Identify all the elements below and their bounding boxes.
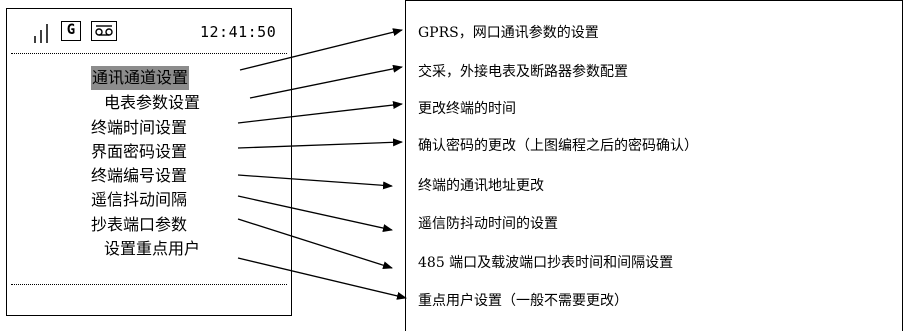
gprs-g-icon: G — [61, 21, 81, 41]
description-terminal-number: 终端的通讯地址更改 — [418, 178, 544, 194]
description-key-users: 重点用户设置（一般不需要更改） — [418, 293, 628, 309]
menu-item-comm-channel[interactable]: 通讯通道设置 — [91, 66, 190, 90]
description-terminal-time: 更改终端的时间 — [418, 101, 516, 117]
menu-item-meter-params[interactable]: 电表参数设置 — [104, 93, 201, 112]
menu-item-remote-signal-jitter[interactable]: 遥信抖动间隔 — [91, 190, 188, 209]
description-meter-reading-port: 485 端口及载波端口抄表时间和间隔设置 — [418, 255, 674, 271]
description-meter-params: 交采，外接电表及断路器参数配置 — [418, 64, 628, 80]
description-ui-password: 确认密码的更改（上图编程之后的密码确认） — [418, 138, 698, 154]
divider-top — [11, 53, 287, 54]
description-comm-channel: GPRS，网口通讯参数的设置 — [418, 25, 599, 41]
status-bar: G 12:41:50 — [7, 9, 291, 55]
menu-item-key-users[interactable]: 设置重点用户 — [104, 239, 201, 258]
description-panel: GPRS，网口通讯参数的设置 交采，外接电表及断路器参数配置 更改终端的时间 确… — [405, 0, 903, 331]
menu-item-terminal-time[interactable]: 终端时间设置 — [91, 118, 188, 137]
signal-bars-icon — [34, 24, 48, 43]
lcd-screen: G 12:41:50 通讯通道设置 电表参数设置 终端时间设置 界面密码设置 终… — [6, 8, 292, 316]
menu-item-terminal-number[interactable]: 终端编号设置 — [91, 166, 188, 185]
clock-time: 12:41:50 — [200, 23, 277, 41]
menu-item-ui-password[interactable]: 界面密码设置 — [91, 142, 188, 161]
menu-item-meter-reading-port[interactable]: 抄表端口参数 — [91, 215, 188, 234]
description-remote-signal-jitter: 遥信防抖动时间的设置 — [418, 216, 558, 232]
tape-recorder-icon — [91, 21, 117, 41]
divider-bottom — [11, 284, 287, 285]
